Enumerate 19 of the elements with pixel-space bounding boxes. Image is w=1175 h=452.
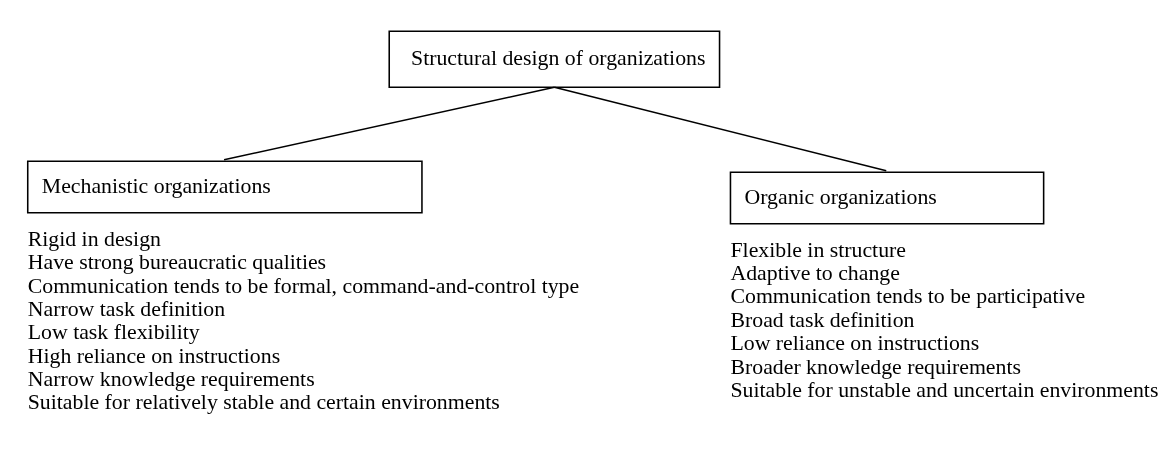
node-label: Adaptive to change [730,261,900,286]
node-label: Broad task definition [730,307,915,332]
node-label: Have strong bureaucratic qualities [27,250,327,275]
node-label: Low task flexibility [27,320,200,345]
node-label: Narrow knowledge requirements [27,367,315,392]
node-label: Narrow task definition [27,296,226,321]
connector [553,86,888,172]
connector [223,86,556,161]
node-label: Suitable for relatively stable and certain environments [27,390,500,415]
node-box: Structural design of organizations [388,30,721,89]
node-label: Communication tends to be participative [730,284,1086,309]
node-box: Organic organizations [729,171,1045,225]
node-label: Flexible in structure [730,237,907,262]
node-label: High reliance on instructions [27,343,281,368]
node-label: Low reliance on instructions [730,331,980,356]
node-box: Mechanistic organizations [26,160,423,214]
node-label: Broader knowledge requirements [730,354,1021,379]
node-label: Communication tends to be formal, command-and-control type [27,273,580,298]
node-label: Rigid in design [27,226,161,251]
